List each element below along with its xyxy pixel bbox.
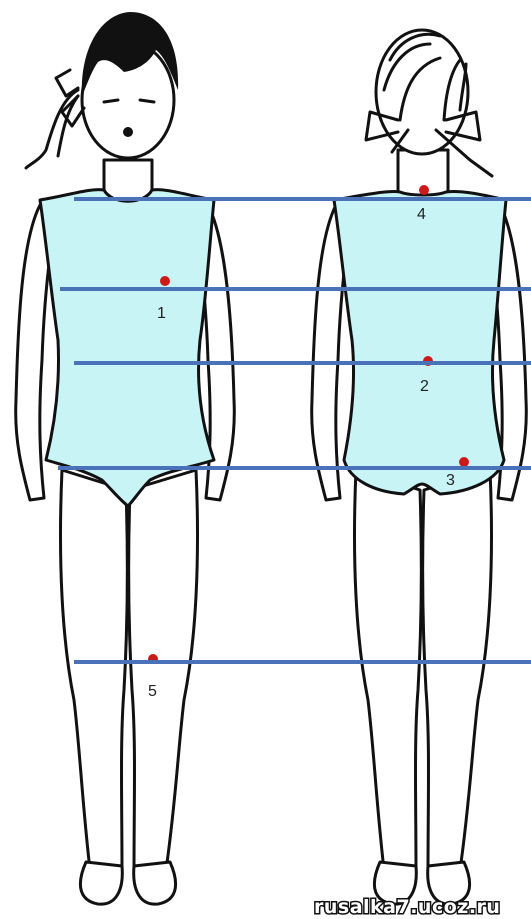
point-3-dot: [459, 457, 469, 467]
point-3-label: 3: [446, 472, 455, 489]
point-5-label: 5: [148, 683, 157, 700]
front-left-leg: [61, 470, 128, 872]
point-4-label: 4: [417, 206, 426, 223]
back-left-leg: [355, 470, 422, 872]
back-right-leg: [423, 470, 492, 872]
front-figure: 1 5: [16, 12, 235, 904]
front-right-leg: [129, 470, 198, 872]
front-left-shoe: [80, 862, 122, 904]
watermark-text: rusalka7.ucoz.ru: [314, 896, 500, 918]
front-mouth: [123, 127, 133, 137]
point-4-dot: [419, 185, 429, 195]
front-leotard: [40, 190, 214, 506]
front-right-shoe: [134, 862, 176, 904]
point-2-label: 2: [420, 378, 429, 395]
back-leotard: [334, 191, 506, 494]
point-1-label: 1: [157, 305, 166, 322]
point-1-dot: [160, 276, 170, 286]
